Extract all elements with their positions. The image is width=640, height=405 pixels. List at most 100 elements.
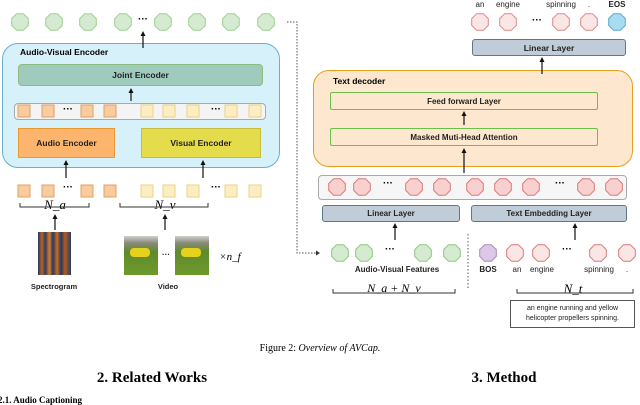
text-decoder-label: Text decoder (333, 76, 386, 86)
input-word-period: . (625, 265, 629, 274)
na-nv-brace (332, 289, 456, 294)
video-ellipsis: ··· (162, 250, 170, 259)
arrow-up-icon-head (162, 214, 168, 219)
arrow-up-icon-head (461, 148, 467, 153)
arrow-up-icon-head (200, 160, 206, 165)
arrow-up-icon-head (539, 57, 545, 62)
visual-input-token (162, 184, 176, 198)
ellipsis-icon: ··· (211, 104, 221, 115)
nv-brace (119, 203, 209, 208)
arrow-up-icon-head (140, 31, 146, 36)
audio-input-token (41, 184, 55, 198)
text-input-token (506, 244, 524, 262)
output-word-an: an (475, 0, 485, 9)
visual-token (140, 104, 154, 118)
output-feature-token (45, 13, 63, 31)
figure-caption-title: Overview of AVCap. (298, 343, 381, 354)
section-method: 3. Method (471, 370, 537, 386)
decoder-input-token (522, 178, 540, 196)
nt-brace (516, 289, 634, 294)
ellipsis-icon: ··· (383, 178, 393, 189)
arrow-up-icon-head (461, 111, 467, 116)
bos-token (479, 244, 497, 262)
audio-input-token (103, 184, 117, 198)
output-feature-token (114, 13, 132, 31)
visual-token (162, 104, 176, 118)
token-row-box (14, 103, 266, 120)
ellipsis-icon: ··· (63, 104, 73, 115)
output-word-token (499, 13, 517, 31)
decoder-input-token (577, 178, 595, 196)
video-frame-first (124, 236, 158, 275)
ellipsis-icon: ··· (211, 182, 221, 193)
na-brace (19, 203, 90, 208)
output-feature-token (154, 13, 172, 31)
ellipsis-icon: ··· (138, 14, 148, 25)
joint-encoder: Joint Encoder (18, 64, 263, 86)
decoder-input-token (405, 178, 423, 196)
arrow-up-icon-head (392, 223, 398, 228)
decoder-input-token (433, 178, 451, 196)
visual-input-token (186, 184, 200, 198)
av-features-label: Audio-Visual Features (354, 265, 440, 274)
visual-token (224, 104, 238, 118)
arrow-up-icon-head (52, 214, 58, 219)
input-word-an: an (512, 265, 522, 274)
na-label: N_a (41, 197, 69, 213)
output-word-engine: engine (495, 0, 521, 9)
audio-encoder: Audio Encoder (18, 128, 115, 158)
dotted-connector (287, 21, 316, 254)
feed-forward-layer: Feed forward Layer (330, 92, 598, 110)
output-feature-token (11, 13, 29, 31)
ellipsis-icon: ··· (562, 244, 572, 255)
output-word-token (471, 13, 489, 31)
audio-token (41, 104, 55, 118)
text-input-token (532, 244, 550, 262)
output-feature-token (79, 13, 97, 31)
av-feature-token (414, 244, 432, 262)
caption-box: an engine running and yellow helicopter … (510, 300, 635, 328)
audio-token (17, 104, 31, 118)
av-feature-token (355, 244, 373, 262)
decoder-input-token (494, 178, 512, 196)
output-feature-token (257, 13, 275, 31)
decoder-input-token (605, 178, 623, 196)
decoder-input-token (328, 178, 346, 196)
output-word-token (552, 13, 570, 31)
output-word-spinning: spinning (546, 0, 576, 9)
caption-line-2: helicopter propellers spinning. (526, 315, 619, 322)
input-word-engine: engine (529, 265, 555, 274)
arrow-up-icon-head (128, 88, 134, 93)
video-label: Video (157, 282, 179, 291)
text-input-token (589, 244, 607, 262)
nv-label: N_v (151, 197, 179, 213)
subsection-audio-captioning: 2.1. Audio Captioning (0, 395, 83, 405)
section-related-works: 2. Related Works (96, 370, 208, 386)
spectrogram-image (38, 232, 71, 275)
spectrogram-label: Spectrogram (30, 282, 78, 291)
arrow-up-icon-head (63, 160, 69, 165)
output-word-token (580, 13, 598, 31)
masked-attention-layer: Masked Muti-Head Attention (330, 128, 598, 146)
audio-token (80, 104, 94, 118)
output-word-period: . (587, 0, 591, 9)
ellipsis-icon: ··· (385, 244, 395, 255)
text-input-token (618, 244, 636, 262)
eos-token (608, 13, 626, 31)
av-feature-token (331, 244, 349, 262)
visual-input-token (224, 184, 238, 198)
na-nv-label: N_a + N_v (364, 281, 424, 296)
visual-token (248, 104, 262, 118)
arrow-up-icon-head (572, 223, 578, 228)
video-frame-last (175, 236, 209, 275)
linear-layer: Linear Layer (322, 205, 460, 222)
nf-label: ×n_f (219, 251, 241, 263)
output-feature-token (188, 13, 206, 31)
text-embedding-layer: Text Embedding Layer (471, 205, 627, 222)
visual-input-token (248, 184, 262, 198)
text-decoder (313, 70, 633, 167)
visual-input-token (140, 184, 154, 198)
ellipsis-icon: ··· (63, 182, 73, 193)
connector-arrow-icon (316, 250, 320, 256)
